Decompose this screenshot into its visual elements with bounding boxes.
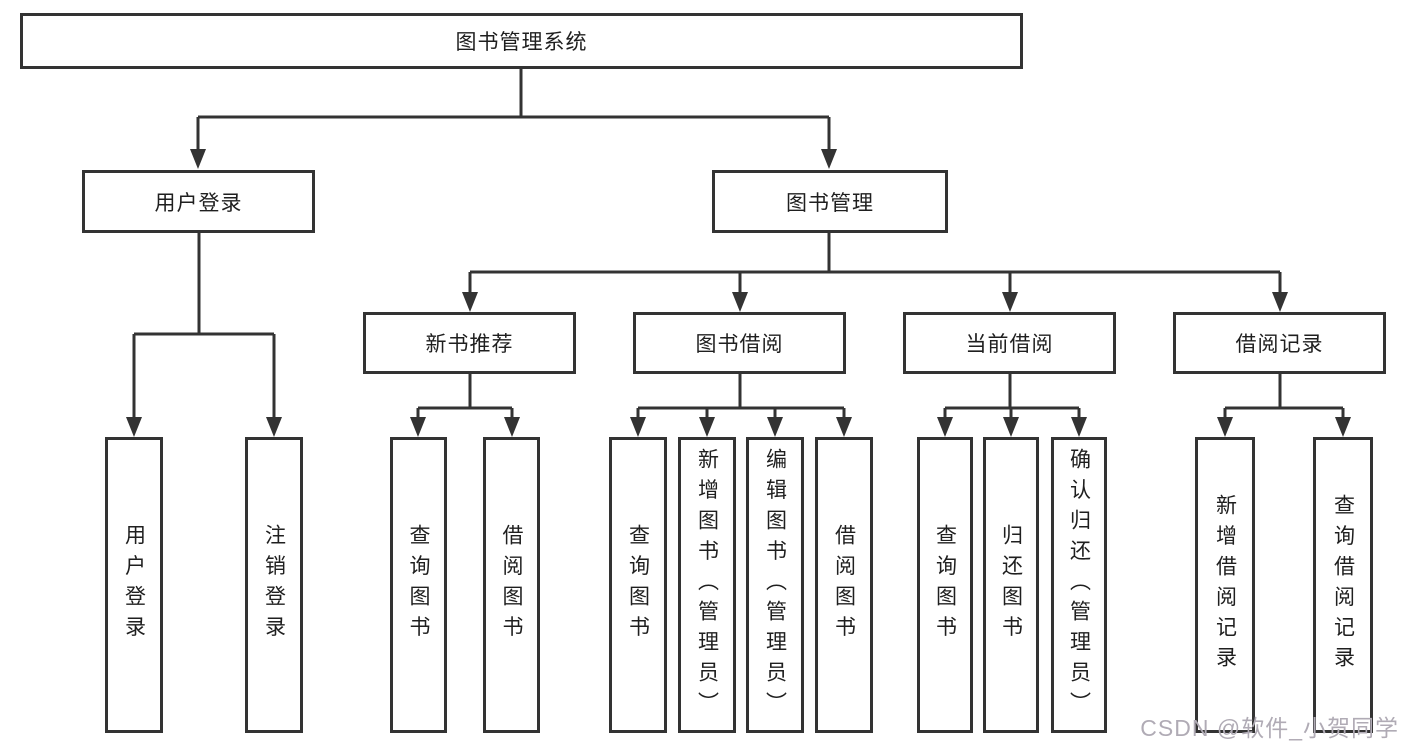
leaf-return-books-label: 归还图书: [999, 524, 1023, 646]
node-book-management: 图书管理: [712, 170, 948, 233]
node-library-system: 图书管理系统: [20, 13, 1023, 69]
leaf-query-books-2: 查询图书: [609, 437, 667, 733]
leaf-return-books: 归还图书: [983, 437, 1039, 733]
leaf-edit-books-admin: 编辑图书（管理员）: [746, 437, 804, 733]
leaf-add-books-admin-label: 新增图书（管理员）: [695, 447, 719, 723]
leaf-query-books-2-label: 查询图书: [626, 524, 650, 646]
leaf-confirm-return-admin-label: 确认归还（管理员）: [1067, 447, 1091, 723]
leaf-add-borrow-record-label: 新增借阅记录: [1213, 493, 1237, 677]
node-new-book-recommend: 新书推荐: [363, 312, 576, 374]
leaf-confirm-return-admin: 确认归还（管理员）: [1051, 437, 1107, 733]
leaf-borrow-books-1: 借阅图书: [483, 437, 540, 733]
node-borrowing-records: 借阅记录: [1173, 312, 1386, 374]
leaf-logout-label: 注销登录: [262, 524, 286, 646]
leaf-edit-books-admin-label: 编辑图书（管理员）: [763, 447, 787, 723]
leaf-query-borrow-record: 查询借阅记录: [1313, 437, 1373, 733]
node-user-login: 用户登录: [82, 170, 315, 233]
node-book-borrowing: 图书借阅: [633, 312, 846, 374]
leaf-add-books-admin: 新增图书（管理员）: [678, 437, 736, 733]
leaf-borrow-books-1-label: 借阅图书: [500, 524, 523, 646]
leaf-query-borrow-record-label: 查询借阅记录: [1331, 493, 1355, 677]
node-current-borrowing: 当前借阅: [903, 312, 1116, 374]
leaf-query-books-3: 查询图书: [917, 437, 973, 733]
leaf-logout: 注销登录: [245, 437, 303, 733]
csdn-watermark: CSDN @软件_小贺同学: [1140, 715, 1399, 741]
leaf-query-books-3-label: 查询图书: [933, 524, 957, 646]
leaf-add-borrow-record: 新增借阅记录: [1195, 437, 1255, 733]
leaf-user-login-label: 用户登录: [122, 524, 146, 646]
leaf-query-books-1-label: 查询图书: [407, 524, 430, 646]
leaf-user-login: 用户登录: [105, 437, 163, 733]
leaf-borrow-books-2-label: 借阅图书: [832, 524, 856, 646]
leaf-query-books-1: 查询图书: [390, 437, 447, 733]
leaf-borrow-books-2: 借阅图书: [815, 437, 873, 733]
